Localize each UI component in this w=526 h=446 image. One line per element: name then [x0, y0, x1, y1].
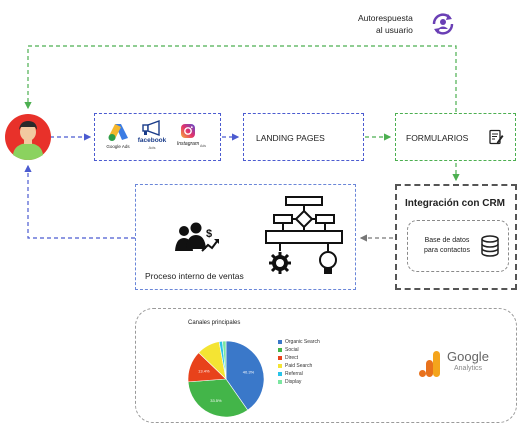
landing-pages-box: LANDING PAGES: [243, 113, 364, 161]
legend-item: Referral: [278, 371, 303, 377]
google-analytics-icon: [419, 351, 440, 377]
pie-slice-organic-search: [225, 340, 265, 411]
legend-swatch: [278, 339, 282, 344]
legend-swatch: [278, 355, 282, 360]
proceso-to-user-arrow: [24, 164, 135, 239]
pie-slice-display: [222, 340, 227, 380]
formularios-box: FORMULARIOS: [395, 113, 516, 161]
landing-pages-label: LANDING PAGES: [256, 133, 325, 143]
legend-item: Social: [278, 347, 299, 353]
process-flow-icon: [265, 196, 343, 274]
instagram-icon: [181, 124, 195, 138]
form-edit-icon: [489, 129, 504, 145]
autorespuesta-label: Autorespuesta al usuario: [358, 13, 413, 35]
legend-label: Paid Search: [285, 363, 313, 369]
user-avatar-icon: [5, 114, 51, 160]
google-analytics-brand: Google: [447, 349, 489, 364]
google-ads-icon: [108, 124, 128, 141]
legend-swatch: [278, 371, 282, 376]
analytics-box: Canales principales 40.3% 33.5% 13.4% Orga…: [135, 308, 517, 423]
chart-title: Canales principales: [188, 320, 241, 326]
proceso-ventas-label: Proceso interno de ventas: [145, 271, 244, 281]
pie-slice-label: 13.4%: [198, 369, 210, 374]
legend-label: Social: [285, 347, 299, 353]
legend-swatch: [278, 347, 282, 352]
crm-box: Integración con CRM Base de datos para c…: [395, 184, 517, 290]
database-box: Base de datos para contactos: [407, 220, 509, 272]
legend-item: Display: [278, 379, 301, 385]
pie-slice-social: [187, 378, 249, 418]
legend-item: Organic Search: [278, 339, 320, 345]
facebook-label: facebook: [137, 137, 167, 144]
pie-slice-label: 40.3%: [243, 369, 255, 374]
sales-team-icon: $: [175, 222, 219, 252]
instagram-label: Instagram: [176, 141, 200, 147]
legend-swatch: [278, 363, 282, 368]
facebook-ads-label: Ads: [148, 145, 156, 150]
crm-title: Integración con CRM: [405, 198, 506, 209]
channels-pie-chart: 40.3% 33.5% 13.4%: [187, 340, 265, 418]
svg-text:$: $: [206, 228, 212, 240]
legend-label: Direct: [285, 355, 299, 361]
database-icon: [481, 235, 499, 257]
database-label: Base de datos para contactos: [424, 237, 470, 254]
sync-user-icon: [432, 13, 454, 35]
legend-label: Referral: [285, 371, 303, 377]
ads-channels-box: Google Ads facebook Ads Instagram Ads: [94, 113, 221, 161]
legend-label: Display: [285, 379, 302, 385]
google-analytics-sub: Analytics: [454, 365, 483, 372]
google-ads-label: Google Ads: [106, 144, 130, 149]
megaphone-icon: [142, 120, 160, 136]
proceso-ventas-box: $ Proceso interno de ventas: [135, 184, 356, 290]
legend-label: Organic Search: [285, 339, 320, 345]
pie-slice-label: 33.5%: [210, 398, 222, 403]
legend-item: Paid Search: [278, 363, 312, 369]
legend-item: Direct: [278, 355, 298, 361]
legend-swatch: [278, 379, 282, 384]
autorespuesta-connector: [24, 45, 457, 112]
instagram-ads-label: Ads: [200, 144, 207, 148]
formularios-label: FORMULARIOS: [406, 133, 469, 143]
